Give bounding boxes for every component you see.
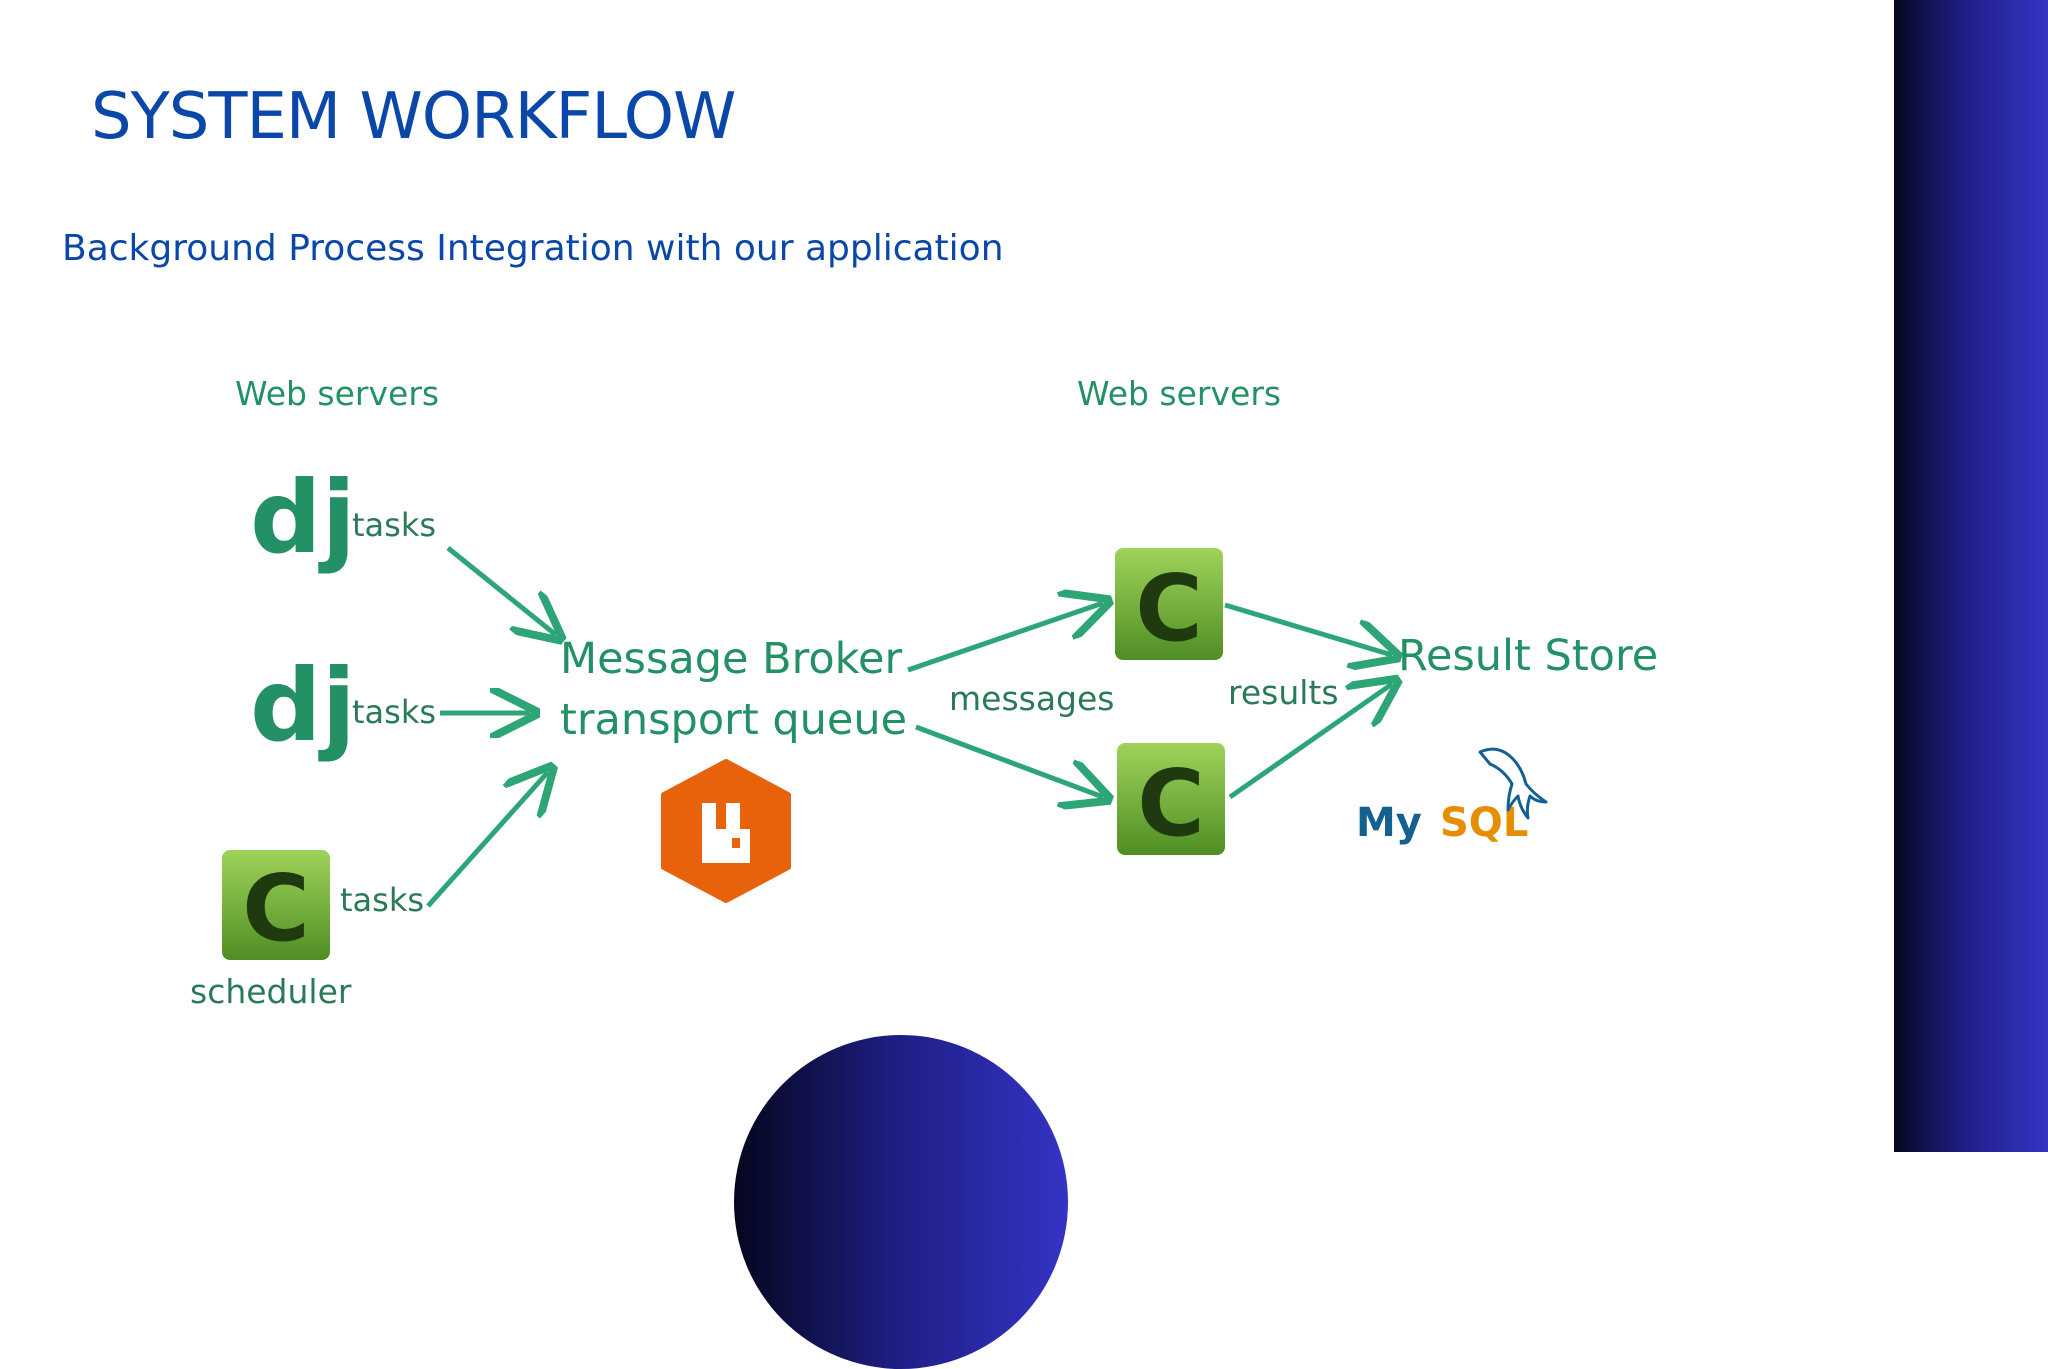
arrow-producer3-to-broker [426, 772, 548, 908]
edge-label-tasks-1: tasks [352, 506, 436, 544]
svg-text:C: C [1135, 555, 1203, 662]
svg-text:C: C [1137, 750, 1205, 857]
slide-subtitle: Background Process Integration with our … [62, 228, 1004, 269]
svg-text:C: C [242, 855, 310, 962]
svg-text:SQL: SQL [1440, 800, 1528, 846]
workflow-diagram: Web servers Web servers dj tasks dj task… [190, 374, 1658, 1011]
edge-label-results: results [1228, 673, 1339, 712]
arrow-broker-to-worker2 [915, 724, 1103, 797]
edge-label-tasks-2: tasks [352, 693, 436, 731]
result-store-label: Result Store [1398, 631, 1658, 681]
arrow-worker1-to-store [1224, 602, 1392, 655]
celery-logo-icon: C [1115, 548, 1223, 662]
celery-logo-icon: C [1117, 743, 1225, 857]
left-web-servers-header: Web servers [235, 374, 439, 413]
right-web-servers-header: Web servers [1077, 374, 1281, 413]
rabbitmq-logo-icon [661, 759, 791, 903]
django-logo-icon: dj [250, 647, 356, 764]
edge-label-messages: messages [949, 679, 1115, 718]
sidebar-gradient-panel [1894, 0, 2048, 1152]
slide-title: SYSTEM WORKFLOW [91, 80, 736, 154]
celery-logo-icon: C [222, 850, 330, 962]
django-logo-icon: dj [250, 459, 356, 576]
broker-label-line1: Message Broker [560, 634, 902, 684]
broker-label-line2: transport queue [560, 695, 907, 745]
scheduler-caption: scheduler [190, 972, 352, 1011]
arrow-worker2-to-store [1228, 684, 1392, 800]
svg-text:My: My [1356, 800, 1422, 846]
arrow-producer1-to-broker [446, 546, 556, 635]
svg-text:dj: dj [250, 459, 356, 576]
svg-text:dj: dj [250, 647, 356, 764]
mysql-logo-icon: My SQL [1356, 747, 1548, 846]
edge-label-tasks-3: tasks [340, 881, 424, 919]
decorative-half-circle [734, 1035, 1068, 1369]
arrow-broker-to-worker1 [907, 603, 1103, 673]
